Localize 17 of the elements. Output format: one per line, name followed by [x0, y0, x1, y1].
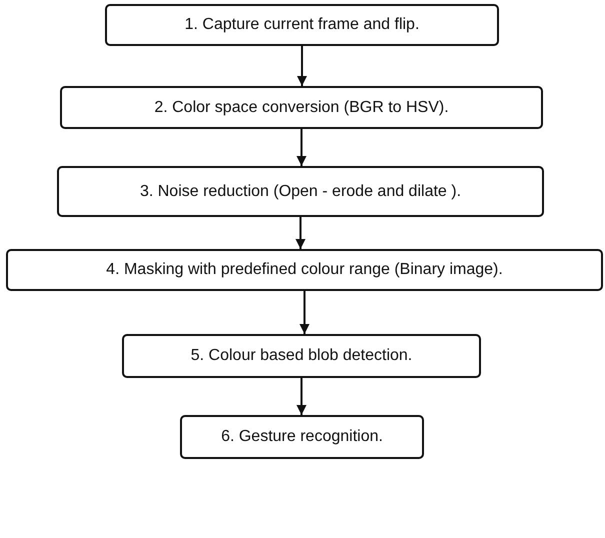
process-box: [60, 86, 543, 129]
arrow: [296, 217, 306, 249]
arrow: [296, 378, 306, 415]
step-text: 2. Color space conversion (BGR to HSV).: [154, 98, 449, 116]
process-box: [6, 249, 603, 291]
arrow: [296, 129, 306, 166]
arrow: [297, 46, 307, 86]
step-text: 5. Colour based blob detection.: [190, 347, 412, 365]
step-text: 6. Gesture recognition.: [221, 428, 383, 446]
process-box: [122, 334, 481, 378]
process-box: [57, 166, 544, 217]
step-text: 4. Masking with predefined colour range (Binary image).: [106, 261, 503, 279]
process-box: [105, 4, 499, 46]
arrow: [300, 291, 310, 334]
process-box: [180, 415, 424, 459]
step-text: 1. Capture current frame and flip.: [184, 16, 420, 34]
step-text: 3. Noise reduction (Open - erode and dilate ).: [140, 182, 462, 200]
